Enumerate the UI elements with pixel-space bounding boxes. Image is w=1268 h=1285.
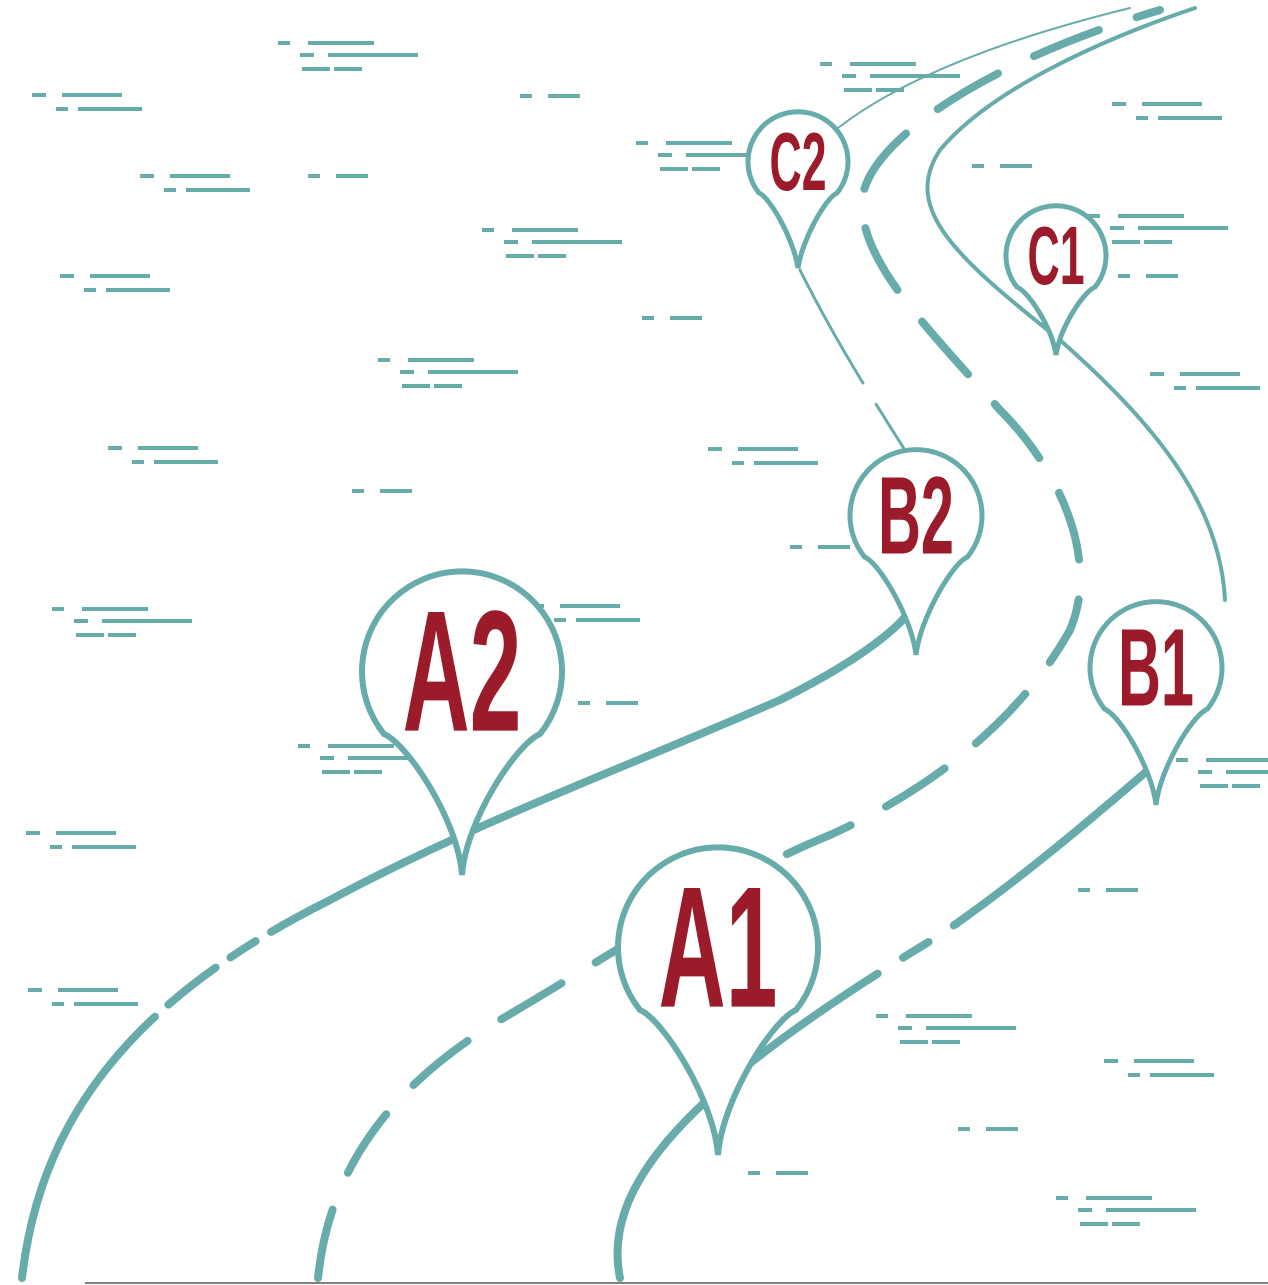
grass-dash-group — [708, 449, 818, 463]
grass-dash-group — [52, 609, 192, 635]
grass-dash-group — [1088, 216, 1228, 242]
grass-dash-group — [1150, 374, 1260, 388]
location-pin-a2: A2 — [362, 571, 562, 875]
grass-dash-group — [140, 176, 250, 190]
grass-dash-group — [378, 360, 518, 386]
grass-dash-group — [278, 43, 418, 69]
location-pin-b1: B1 — [1090, 602, 1222, 805]
road — [22, 8, 1225, 1278]
location-pins: A1 A2 B1 B2 C1 C2 — [362, 112, 1222, 1155]
grass-dash-group — [482, 230, 622, 256]
location-pin-a1: A1 — [618, 847, 818, 1155]
location-pin-c1: C1 — [1006, 206, 1106, 355]
pin-label: B2 — [878, 454, 954, 577]
grass-dash-group — [26, 833, 136, 847]
pin-label: C2 — [769, 117, 826, 209]
grass-dash-group — [32, 95, 142, 109]
grass-dash-group — [876, 1016, 1016, 1042]
grass-dash-group — [1112, 104, 1222, 118]
grass-dash-group — [60, 276, 170, 290]
location-pin-b2: B2 — [850, 450, 982, 655]
grass-dash-group — [820, 64, 960, 90]
grass-dash-group — [1176, 760, 1268, 786]
pin-label: B1 — [1118, 606, 1194, 729]
pin-label: A1 — [659, 852, 778, 1044]
location-pin-c2: C2 — [748, 112, 848, 268]
grass-dash-group — [28, 990, 138, 1004]
pin-label: C1 — [1027, 211, 1084, 303]
grass-dash-group — [1056, 1198, 1196, 1224]
road-left-edge-far — [800, 270, 908, 455]
pin-label: A2 — [403, 576, 522, 768]
grass-dash-group — [1104, 1061, 1214, 1075]
grass-dash-group — [108, 448, 218, 462]
